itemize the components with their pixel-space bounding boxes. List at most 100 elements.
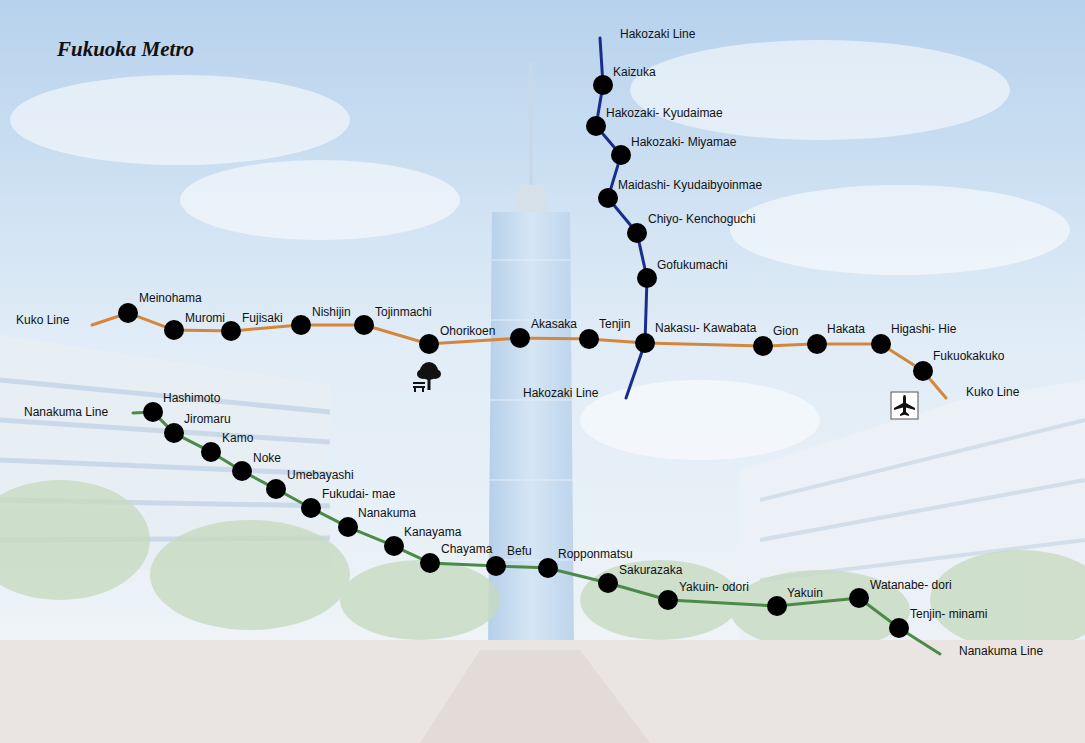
station-dot: Umebayashi — [266, 479, 286, 499]
station-label: Tojinmachi — [375, 304, 432, 320]
station-label: Kaizuka — [613, 64, 656, 80]
line-name: Hakozaki Line — [620, 26, 695, 42]
station-dot: Chiyo- Kenchoguchi — [627, 223, 647, 243]
station-dot: Kanayama — [384, 536, 404, 556]
track-segment — [867, 604, 891, 622]
station-dot: Hakata — [807, 334, 827, 354]
station-dot: Hakozaki- Kyudaimae — [586, 116, 606, 136]
track-segment — [530, 337, 579, 341]
track-segment — [357, 531, 385, 542]
track-segment — [645, 288, 646, 333]
station-label: Kanayama — [404, 524, 461, 540]
track-segment — [241, 326, 291, 330]
station-label: Tenjin- minami — [910, 606, 987, 622]
airport-icon — [891, 392, 918, 419]
track-segment — [678, 601, 767, 606]
station-dot: Chayama — [420, 553, 440, 573]
line-ends — [92, 38, 946, 654]
station-dot: Noke — [232, 461, 252, 481]
station-dot: Fujisaki — [221, 321, 241, 341]
track-segment — [618, 586, 659, 598]
track-segment — [160, 419, 167, 426]
station-label: Muromi — [185, 310, 225, 326]
station-label: Ohorikoen — [440, 323, 495, 339]
station-dot: Higashi- Hie — [871, 334, 891, 354]
track-segment — [639, 243, 645, 268]
station-dot: Sakurazaka — [598, 573, 618, 593]
station-label: Umebayashi — [287, 467, 354, 483]
track-segment — [614, 206, 630, 226]
station-dot: Fukuokakuko — [913, 361, 933, 381]
station-label: Fukudai- mae — [322, 486, 395, 502]
track-segment — [137, 316, 164, 326]
line-name: Kuko Line — [966, 384, 1019, 400]
track-segment — [603, 134, 615, 148]
track-segment — [311, 324, 354, 327]
track-segment — [598, 95, 602, 116]
track-segment — [403, 550, 421, 558]
station-label: Noke — [253, 450, 281, 466]
station-label: Yakuin- odori — [679, 579, 749, 595]
station-dot: Ropponmatsu — [538, 558, 558, 578]
station-dot: Meinohama — [118, 303, 138, 323]
track-segment — [889, 349, 914, 365]
station-dot: Ohorikoen — [419, 334, 439, 354]
station-label: Hakozaki- Miyamae — [631, 134, 736, 150]
track-segment — [320, 513, 339, 523]
track-segment — [374, 328, 420, 341]
station-dot: Nakasu- Kawabata — [635, 333, 655, 353]
station-label: Kamo — [222, 430, 253, 446]
track-segment — [506, 566, 538, 567]
station-dot: Kaizuka — [593, 75, 613, 95]
track-segment — [611, 165, 618, 189]
line-name: Kuko Line — [16, 312, 69, 328]
station-dot: Muromi — [164, 320, 184, 340]
track-segment — [183, 438, 202, 448]
track-segment — [773, 344, 807, 345]
station-dot: Kamo — [201, 442, 221, 462]
station-dot: Nishijin — [291, 315, 311, 335]
station-label: Tenjin — [599, 316, 630, 332]
line-name: Nanakuma Line — [959, 643, 1043, 659]
station-dot: Gofukumachi — [637, 268, 657, 288]
station-dot: Tojinmachi — [354, 315, 374, 335]
station-label: Gofukumachi — [657, 257, 728, 273]
station-dot: Jiromaru — [164, 423, 184, 443]
line-name: Nanakuma Line — [24, 404, 108, 420]
station-label: Maidashi- Kyudaibyoinmae — [618, 177, 762, 193]
station-label: Nakasu- Kawabata — [655, 320, 756, 336]
station-dot: Hakozaki- Miyamae — [611, 145, 631, 165]
station-label: Hakozaki- Kyudaimae — [606, 105, 723, 121]
station-dot: Hashimoto — [143, 402, 163, 422]
station-label: Higashi- Hie — [891, 321, 956, 337]
track-segment — [439, 339, 510, 344]
station-label: Nanakuma — [358, 505, 416, 521]
station-label: Jiromaru — [184, 411, 231, 427]
station-dot: Maidashi- Kyudaibyoinmae — [598, 188, 618, 208]
station-label: Befu — [507, 543, 532, 559]
station-dot: Yakuin- odori — [658, 590, 678, 610]
track-segment — [184, 329, 221, 333]
station-label: Akasaka — [531, 316, 577, 332]
station-label: Fukuokakuko — [933, 348, 1004, 364]
station-dot: Tenjin — [579, 329, 599, 349]
track-segment — [440, 563, 486, 565]
track-segment — [251, 476, 267, 485]
station-label: Sakurazaka — [619, 562, 682, 578]
track-segment — [285, 494, 302, 503]
station-dot: Nanakuma — [338, 517, 358, 537]
station-dot: Watanabe- dori — [849, 588, 869, 608]
track-segment — [827, 343, 871, 346]
station-label: Nishijin — [312, 304, 351, 320]
station-label: Hakata — [827, 321, 865, 337]
track-segment — [220, 457, 234, 466]
station-dot: Yakuin — [767, 596, 787, 616]
map-title: Fukuoka Metro — [57, 36, 194, 62]
station-label: Fujisaki — [242, 310, 283, 326]
station-label: Chayama — [441, 541, 492, 557]
line-name: Hakozaki Line — [523, 385, 598, 401]
station-label: Watanabe- dori — [870, 577, 952, 593]
station-dot: Akasaka — [510, 328, 530, 348]
station-dot: Gion — [753, 336, 773, 356]
